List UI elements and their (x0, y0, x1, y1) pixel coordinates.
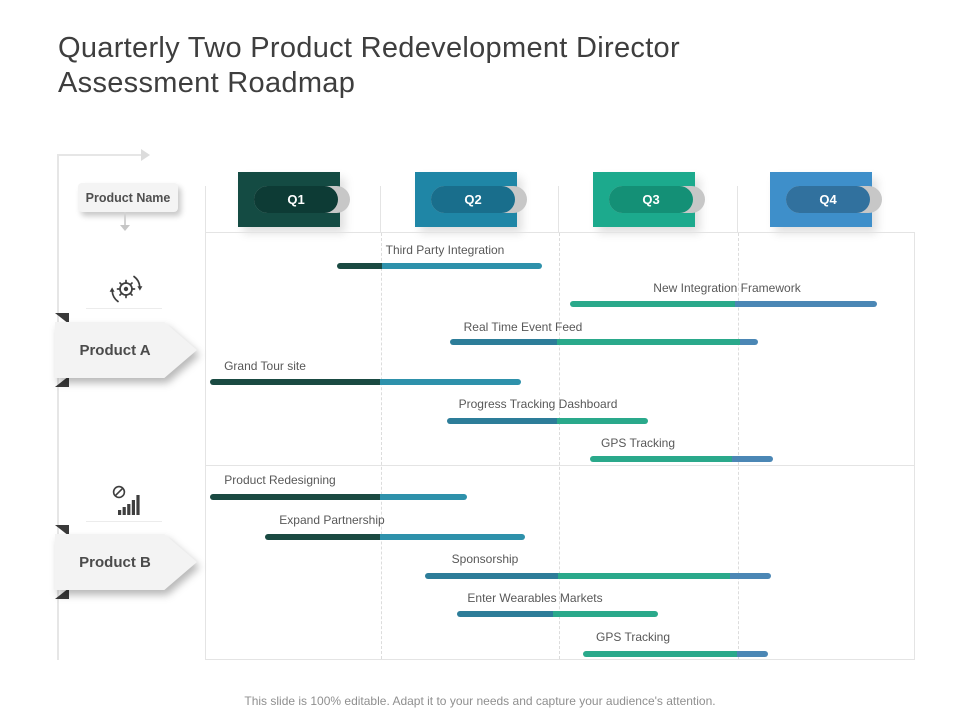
quarter-header-q3: Q3 (593, 172, 705, 227)
down-arrow-icon (120, 225, 130, 231)
quarter-gridline (381, 233, 382, 659)
task-bar-segment (735, 301, 877, 307)
task-label: Real Time Event Feed (463, 320, 583, 334)
quarter-header-q4: Q4 (770, 172, 882, 227)
quarter-pill: Q2 (431, 186, 515, 213)
task-label: Sponsorship (451, 552, 519, 566)
product-name-badge: Product Name (78, 183, 178, 212)
task-label: Product Redesigning (224, 473, 336, 487)
growth-chart-pencil-icon (104, 483, 148, 521)
fold-corner-icon (55, 588, 69, 599)
task-bar-segment (380, 494, 467, 500)
task-bar (265, 534, 525, 540)
task-label: GPS Tracking (600, 436, 676, 450)
task-bar-segment (730, 573, 771, 579)
quarter-pill: Q4 (786, 186, 870, 213)
task-bar-segment (583, 651, 737, 657)
quarter-pill: Q1 (254, 186, 338, 213)
task-bar-segment (570, 301, 735, 307)
grid-stub (558, 186, 559, 232)
quarter-gridline (559, 233, 560, 659)
task-bar-segment (380, 379, 521, 385)
quarter-label: Q1 (287, 192, 305, 207)
sidebar-connector-line-top (57, 154, 142, 156)
task-bar (425, 573, 771, 579)
task-bar (590, 456, 773, 462)
right-arrow-icon (141, 149, 150, 161)
task-label: Expand Partnership (279, 513, 385, 527)
task-bar-segment (737, 651, 768, 657)
quarter-label: Q4 (819, 192, 837, 207)
product-a-label: Product A (55, 322, 197, 378)
task-bar (210, 379, 521, 385)
task-bar-segment (425, 573, 558, 579)
task-bar-segment (557, 418, 648, 424)
task-bar (210, 494, 467, 500)
task-bar-segment (553, 611, 658, 617)
quarter-header-q1: Q1 (238, 172, 350, 227)
task-bar-segment (557, 339, 740, 345)
sidebar-connector-line (57, 155, 59, 660)
task-bar-segment (380, 534, 525, 540)
product-row-separator (206, 465, 914, 466)
task-bar-segment (382, 263, 542, 269)
gear-refresh-icon (104, 270, 148, 308)
task-bar (457, 611, 658, 617)
task-label: Enter Wearables Markets (467, 591, 603, 605)
task-bar (583, 651, 768, 657)
task-bar-segment (732, 456, 773, 462)
icon-underline (86, 308, 162, 309)
task-bar-segment (740, 339, 758, 345)
task-bar-segment (457, 611, 553, 617)
fold-corner-icon (55, 525, 69, 536)
task-bar-segment (590, 456, 732, 462)
quarter-pill: Q3 (609, 186, 693, 213)
task-bar-segment (265, 534, 380, 540)
task-label: New Integration Framework (653, 281, 801, 295)
task-bar (570, 301, 877, 307)
task-bar-segment (210, 379, 380, 385)
grid-stub (205, 186, 206, 232)
task-label: Progress Tracking Dashboard (458, 397, 618, 411)
footer-note: This slide is 100% editable. Adapt it to… (244, 694, 716, 708)
grid-stub (737, 186, 738, 232)
product-b-ribbon: Product B (55, 525, 197, 599)
task-bar (450, 339, 758, 345)
quarter-label: Q3 (642, 192, 660, 207)
product-a-ribbon: Product A (55, 313, 197, 387)
task-bar-segment (558, 573, 730, 579)
gantt-grid (205, 232, 915, 660)
task-bar-segment (447, 418, 557, 424)
task-label: Third Party Integration (385, 243, 505, 257)
badge-stem-line (124, 212, 126, 225)
icon-underline (86, 521, 162, 522)
task-bar-segment (450, 339, 557, 345)
product-b-label: Product B (55, 534, 197, 590)
task-label: Grand Tour site (224, 359, 306, 373)
grid-stub (380, 186, 381, 232)
task-bar-segment (210, 494, 380, 500)
task-bar (337, 263, 542, 269)
task-label: GPS Tracking (595, 630, 671, 644)
quarter-label: Q2 (464, 192, 482, 207)
quarter-gridline (738, 233, 739, 659)
task-bar-segment (337, 263, 382, 269)
page-title: Quarterly Two Product Redevelopment Dire… (58, 32, 680, 100)
fold-corner-icon (55, 376, 69, 387)
fold-corner-icon (55, 313, 69, 324)
task-bar (447, 418, 648, 424)
quarter-header-q2: Q2 (415, 172, 527, 227)
